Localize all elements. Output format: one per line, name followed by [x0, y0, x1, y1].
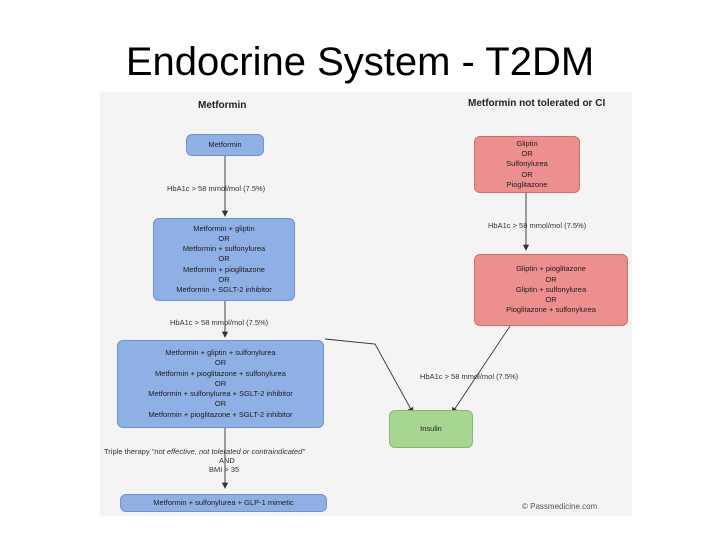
glp1-therapy-box: Metformin + sulfonylurea + GLP-1 mimetic [120, 494, 327, 512]
or-separator: OR [218, 274, 230, 284]
or-separator: OR [521, 149, 533, 159]
or-separator: OR [545, 274, 557, 284]
drug-option: Pioglitazone + sulfonylurea [506, 305, 596, 315]
hba1c-label-right-2: HbA1c > 58 mmol/mol (7.5%) [420, 372, 519, 381]
or-separator: OR [218, 233, 230, 243]
triple-therapy-criteria: Triple therapy "not effective, not toler… [104, 447, 305, 456]
drug-option: Metformin [208, 139, 242, 149]
hba1c-label-left-2: HbA1c > 58 mmol/mol (7.5%) [170, 318, 269, 327]
drug-option: Metformin + sulfonylurea + SGLT-2 inhibi… [148, 389, 293, 399]
copyright-notice: © Passmedicine.com [522, 502, 598, 511]
metformin-box: Metformin [186, 134, 264, 156]
slide-title: Endocrine System - T2DM [125, 40, 595, 84]
bmi-label: BMI > 35 [209, 465, 240, 474]
drug-option: Sulfonylurea [506, 159, 548, 169]
or-separator: OR [214, 358, 227, 368]
connector-arrows [221, 156, 530, 489]
treatment-flowchart: Metformin Metformin not tolerated or CI … [100, 92, 632, 516]
insulin-box: Insulin [389, 410, 473, 448]
triple-therapy-prefix: Triple therapy [104, 447, 152, 456]
and-label: AND [219, 456, 235, 465]
drug-option: Metformin + gliptin + sulfonylurea [165, 348, 276, 358]
or-separator: OR [218, 254, 230, 264]
triple-therapy-quote: "not effective, not tolerated or contrai… [151, 447, 306, 456]
arrow-left-3-insulin [324, 338, 414, 414]
or-separator: OR [214, 378, 227, 388]
drug-option: Metformin + pioglitazone + sulfonylurea [155, 368, 286, 378]
drug-option: Metformin + sulfonylurea + GLP-1 mimetic [153, 497, 294, 507]
drug-option: Metformin + sulfonylurea [182, 244, 266, 254]
or-separator: OR [521, 169, 533, 179]
hba1c-label-right-1: HbA1c > 58 mmol/mol (7.5%) [488, 221, 587, 230]
drug-option: Gliptin + pioglitazone [516, 264, 586, 274]
drug-option: Insulin [420, 423, 442, 433]
drug-option: Pioglitazone [506, 179, 548, 189]
right-column-heading: Metformin not tolerated or CI [468, 98, 606, 109]
drug-option: Metformin + SGLT-2 inhibitor [176, 285, 272, 294]
drug-option: Metformin + gliptin [193, 223, 255, 233]
drug-option: Gliptin + sulfonylurea [515, 284, 587, 294]
left-column-heading: Metformin [198, 100, 247, 111]
drug-option: Metformin + pioglitazone [183, 264, 265, 274]
or-separator: OR [545, 295, 557, 305]
or-separator: OR [214, 399, 227, 409]
drug-option: Gliptin [516, 138, 538, 148]
drug-option: Metformin + pioglitazone + SGLT-2 inhibi… [148, 409, 293, 419]
hba1c-label-left-1: HbA1c > 58 mmol/mol (7.5%) [167, 184, 266, 193]
arrow-right-2-insulin [451, 325, 511, 414]
